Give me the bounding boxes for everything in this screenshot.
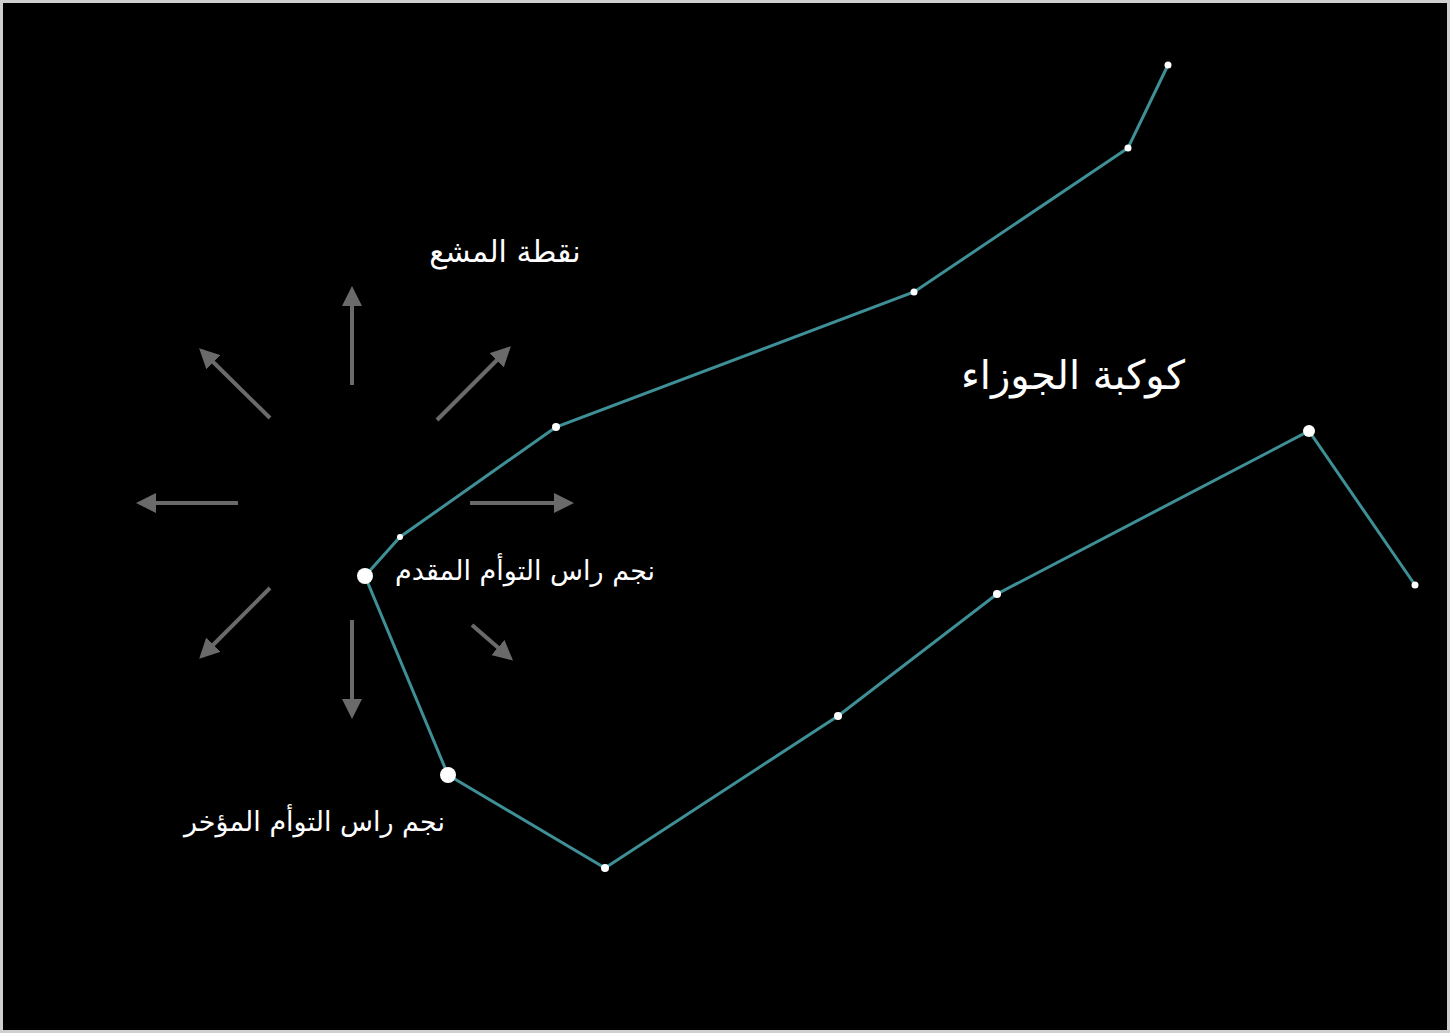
star-label: نجم راس التوأم المقدم xyxy=(395,555,655,587)
constellation-lines xyxy=(365,65,1415,868)
radiant-arrows xyxy=(140,290,570,715)
star-label: نجم راس التوأم المؤخر xyxy=(184,806,445,838)
stars xyxy=(357,62,1419,873)
star-label: كوكبة الجوزاء xyxy=(961,351,1185,399)
star-label: نقطة المشع xyxy=(429,234,580,270)
